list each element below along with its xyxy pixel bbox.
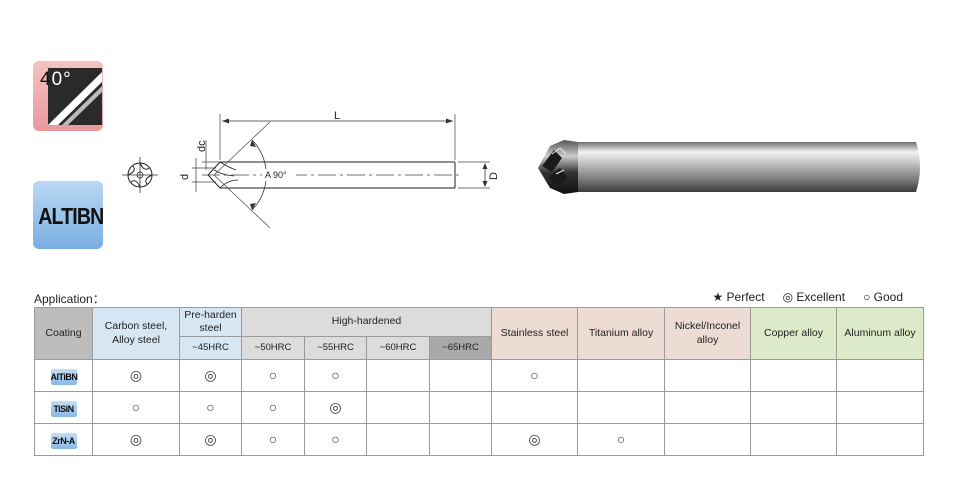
subheader-65hrc: ~65HRC: [428, 336, 493, 360]
header-carbon-steel: Carbon steel, Alloy steel: [92, 307, 180, 360]
legend-perfect: ★ Perfect: [712, 290, 765, 304]
table-row: TiSiN ○ ○ ○ ◎: [34, 391, 925, 424]
rating-cell: [428, 391, 493, 424]
rating-cell: ○: [241, 423, 305, 456]
legend-excellent: ◎ Excellent: [782, 290, 846, 304]
label-d: d: [179, 174, 191, 180]
coating-cell: ZrN-A: [34, 423, 93, 456]
label-angle: A 90°: [265, 170, 287, 180]
table-row: ZrN-A ◎ ◎ ○ ○ ◎ ○: [34, 423, 925, 456]
side-view: L dc d D A 90°: [179, 110, 500, 229]
label-L: L: [334, 110, 340, 122]
rating-cell: [836, 423, 925, 456]
coating-badge-small: ZrN-A: [50, 432, 77, 449]
rating-cell: ○: [241, 391, 305, 424]
rating-cell: [428, 359, 493, 392]
header-aluminum: Aluminum alloy: [836, 307, 925, 360]
header-nickel: Nickel/Inconel alloy: [664, 307, 752, 360]
rating-cell: ○: [304, 359, 367, 392]
coating-cell: TiSiN: [34, 391, 93, 424]
rating-cell: ○: [491, 359, 579, 392]
diagonal-stripe-icon: [48, 72, 102, 125]
angle-badge-dark-panel: [48, 68, 102, 125]
rating-cell: [664, 423, 752, 456]
table-row: AlTiBN ◎ ◎ ○ ○ ○: [34, 359, 925, 392]
rating-cell: [750, 391, 838, 424]
rating-cell: ◎: [304, 391, 367, 424]
rating-cell: ○: [241, 359, 305, 392]
rating-cell: ◎: [491, 423, 579, 456]
angle-text: 40°: [40, 69, 72, 91]
coating-cell: AlTiBN: [34, 359, 93, 392]
rating-cell: [750, 423, 838, 456]
rating-cell: ◎: [179, 359, 242, 392]
header-stainless: Stainless steel: [491, 307, 579, 360]
label-dc: dc: [196, 140, 208, 152]
rating-cell: ○: [304, 423, 367, 456]
angle-digit-1: 4: [40, 69, 52, 90]
legend-good: ○ Good: [863, 290, 903, 304]
rating-cell: [664, 391, 752, 424]
rating-cell: [664, 359, 752, 392]
subheader-55hrc: ~55HRC: [304, 336, 367, 360]
coating-badge-small: TiSiN: [50, 400, 77, 417]
header-coating: Coating: [34, 307, 93, 360]
rating-cell: ◎: [92, 359, 180, 392]
rating-cell: [577, 391, 666, 424]
rating-cell: [750, 359, 838, 392]
legend: ★ Perfect ◎ Excellent ○ Good: [712, 290, 903, 304]
coating-badge-label: ALTIBN: [38, 203, 104, 229]
angle-digit-2: 0: [51, 69, 64, 90]
coating-badge: ALTIBN: [33, 181, 104, 249]
header-titanium: Titanium alloy: [577, 307, 666, 360]
label-D: D: [488, 172, 500, 180]
coating-badge-small: AlTiBN: [50, 368, 78, 385]
header-high-hardened: High-hardened: [240, 307, 493, 337]
application-table: Coating Carbon steel, Alloy steel Pre-ha…: [34, 307, 925, 456]
rating-cell: [836, 391, 925, 424]
header-copper: Copper alloy: [750, 307, 838, 360]
end-view-icon: [122, 157, 158, 193]
subheader-50hrc: ~50HRC: [241, 336, 305, 360]
rating-cell: [366, 359, 430, 392]
rating-cell: ◎: [92, 423, 180, 456]
rating-cell: ○: [179, 391, 242, 424]
angle-degree: °: [63, 69, 72, 90]
subheader-45hrc: ~45HRC: [179, 336, 242, 360]
rating-cell: [366, 391, 430, 424]
angle-badge: 40°: [33, 61, 103, 131]
header-pre-harden: Pre-harden steel: [179, 307, 242, 337]
rating-cell: [836, 359, 925, 392]
rating-cell: [491, 391, 579, 424]
rating-cell: ○: [92, 391, 180, 424]
tool-technical-drawing: L dc d D A 90°: [122, 110, 500, 229]
rating-cell: [366, 423, 430, 456]
tool-product-image: [538, 140, 920, 194]
subheader-60hrc: ~60HRC: [366, 336, 430, 360]
rating-cell: [577, 359, 666, 392]
rating-cell: ◎: [179, 423, 242, 456]
rating-cell: ○: [577, 423, 666, 456]
rating-cell: [428, 423, 493, 456]
application-title: Application：: [34, 292, 105, 306]
